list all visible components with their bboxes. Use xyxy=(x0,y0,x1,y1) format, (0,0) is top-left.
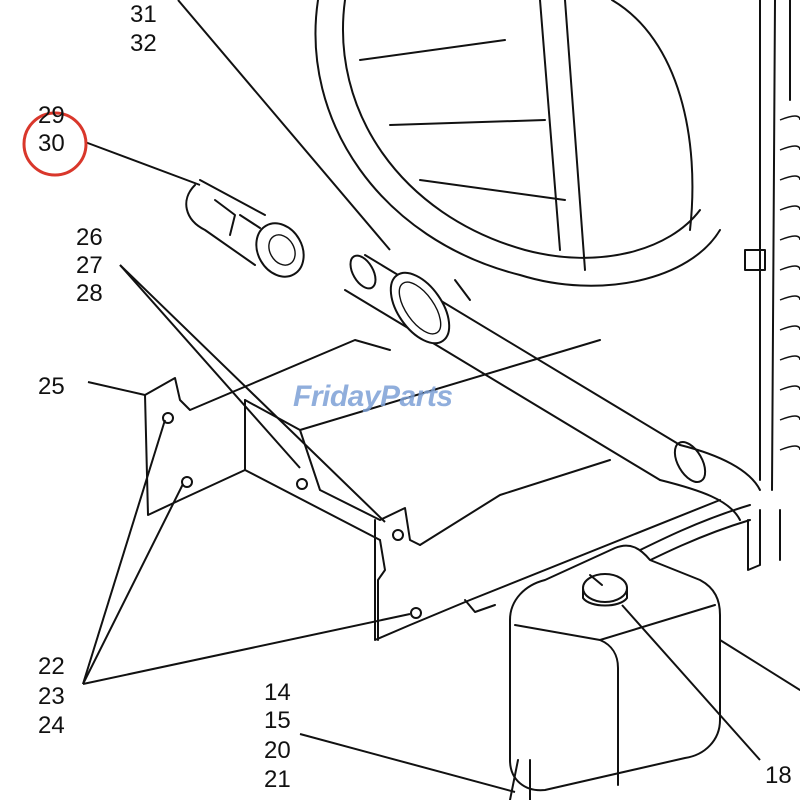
callout-20: 20 xyxy=(264,737,291,764)
callout-31: 31 xyxy=(130,1,157,28)
leader-lines xyxy=(82,0,761,793)
callout-27: 27 xyxy=(76,252,103,279)
callout-21: 21 xyxy=(264,766,291,793)
callout-28: 28 xyxy=(76,280,103,307)
short-hose xyxy=(185,179,305,278)
highlight-circle xyxy=(22,111,88,177)
callout-23: 23 xyxy=(38,683,65,710)
mounting-bracket xyxy=(144,339,721,641)
callout-25: 25 xyxy=(38,373,65,400)
callout-15: 15 xyxy=(264,707,291,734)
callout-18: 18 xyxy=(765,762,792,789)
callout-14: 14 xyxy=(264,679,291,706)
callout-26: 26 xyxy=(76,224,103,251)
radiator-core xyxy=(744,0,800,571)
coolant-tank xyxy=(509,544,800,800)
callout-32: 32 xyxy=(130,30,157,57)
fan-shroud xyxy=(314,0,721,287)
callout-30: 30 xyxy=(38,130,65,157)
callout-24: 24 xyxy=(38,712,65,739)
watermark-logo: FridayParts xyxy=(293,380,453,413)
coolant-pipe xyxy=(344,254,761,576)
callout-22: 22 xyxy=(38,653,65,680)
callout-29: 29 xyxy=(38,102,65,129)
